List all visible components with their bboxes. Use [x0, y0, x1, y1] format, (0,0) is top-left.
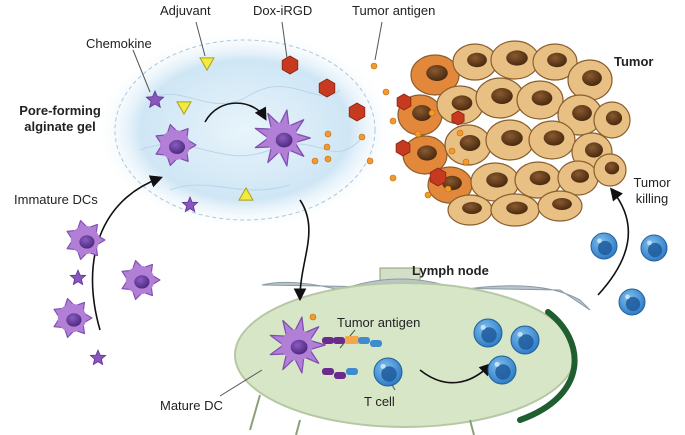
dox-irgd-hexagon-icon: [395, 139, 411, 157]
tcr-molecule-icon: [358, 337, 370, 344]
tumor-cell: [402, 135, 448, 175]
label-killing-line1: Tumor: [633, 175, 671, 190]
tumor-cell: [490, 40, 540, 80]
adjuvant-triangle-icon: [238, 186, 254, 201]
tumor-cell: [444, 124, 492, 166]
label-chemokine: Chemokine: [86, 36, 152, 51]
tumor-cell: [567, 59, 613, 101]
tumor-antigen-dot-icon: [424, 191, 432, 199]
arrow-recruit: [91, 175, 164, 331]
label-tumor-antigen-ln: Tumor antigen: [337, 315, 421, 330]
label-lymph-node: Lymph node: [412, 263, 489, 278]
dox-irgd-hexagon-icon: [318, 78, 336, 98]
costim-receptor-icon: [346, 368, 358, 375]
dox-irgd-hexagon-icon: [281, 55, 299, 75]
arrow-tumor-killing: [597, 187, 630, 296]
dox-irgd-hexagon-icon: [396, 93, 412, 111]
label-mature-dc: Mature DC: [160, 398, 223, 413]
tumor-antigen-dot-icon: [324, 155, 332, 163]
tumor-cell: [447, 194, 493, 226]
tumor-cell: [452, 43, 498, 81]
t-cell-naive: [373, 357, 403, 387]
dox-irgd-hexagon-icon: [451, 110, 465, 126]
tumor-antigen-dot-icon: [414, 130, 422, 138]
tumor-antigen-dot-icon: [462, 158, 470, 166]
tumor-mass: [397, 40, 631, 227]
tumor-antigen-dot-icon: [358, 133, 366, 141]
tumor-antigen-dot-icon: [382, 88, 390, 96]
immature-dc-cluster-1: [66, 219, 106, 261]
tumor-antigen-dot-icon: [444, 185, 452, 193]
label-adjuvant: Adjuvant: [160, 3, 211, 18]
tumor-cell: [528, 120, 576, 160]
tumor-cell: [485, 119, 535, 161]
tumor-cell: [537, 190, 583, 222]
tumor-antigen-dot-icon: [448, 147, 456, 155]
mhc-molecule-icon: [333, 337, 345, 344]
arrow-to-lymph: [293, 199, 310, 302]
adjuvant-triangle-icon: [176, 101, 192, 116]
t-cell-expanded-2: [510, 325, 540, 355]
tcr-molecule-icon: [370, 340, 382, 347]
activated-dc-in-gel: [254, 109, 311, 167]
label-killing-line2: killing: [635, 191, 669, 206]
label-gel-line2: alginate gel: [24, 119, 96, 134]
arrow-expand: [419, 362, 493, 384]
t-cell-circulating-3: [618, 288, 646, 316]
tumor-cell: [593, 153, 627, 187]
tumor-antigen-dot-icon: [456, 129, 464, 137]
t-cell-circulating-1: [590, 232, 618, 260]
tumor-antigen-dot-icon: [311, 157, 319, 165]
tumor-cell: [532, 43, 578, 81]
label-immature-dcs: Immature DCs: [14, 192, 98, 207]
costim-molecule-icon: [334, 372, 346, 379]
tumor-antigen-dot-icon: [323, 143, 331, 151]
tumor-antigen-dot-icon: [370, 62, 378, 70]
chemokine-star-icon: [181, 195, 199, 213]
mature-dc: [269, 316, 326, 374]
label-tumor-antigen-top: Tumor antigen: [352, 3, 436, 18]
mhc-molecule-icon: [322, 337, 334, 344]
label-tumor: Tumor: [614, 54, 654, 69]
antigen-peptide-icon: [345, 336, 359, 344]
tumor-antigen-dot-icon: [324, 130, 332, 138]
tumor-antigen-dot-icon: [428, 109, 436, 117]
immature-dc-cluster-2: [121, 259, 161, 301]
tumor-cell: [516, 80, 564, 120]
t-cell-circulating-2: [640, 234, 668, 262]
label-dox-irgd: Dox-iRGD: [253, 3, 313, 18]
dox-irgd-hexagon-icon: [429, 167, 447, 187]
arrow-activate: [204, 102, 267, 123]
tumor-cell: [490, 193, 540, 227]
tumor-cell: [593, 101, 631, 139]
tumor-antigen-dot-icon: [389, 174, 397, 182]
label-gel-line1: Pore-forming: [19, 103, 101, 118]
immature-dc-in-gel: [155, 123, 197, 167]
tumor-antigen-dot-icon: [309, 313, 317, 321]
tumor-antigen-dot-icon: [366, 157, 374, 165]
chemokine-star-icon: [69, 268, 87, 286]
t-cell-expanded-1: [473, 318, 503, 348]
chemokine-star-icon: [145, 89, 165, 109]
tumor-cell: [410, 54, 460, 96]
chemokine-star-icon: [89, 348, 107, 366]
tumor-antigen-dot-icon: [389, 117, 397, 125]
label-t-cell: T cell: [364, 394, 395, 409]
t-cell-expanded-3: [487, 355, 517, 385]
costim-molecule-icon: [322, 368, 334, 375]
tumor-cell: [557, 94, 603, 136]
tumor-cell: [557, 160, 599, 196]
adjuvant-triangle-icon: [199, 57, 215, 72]
arrows: [91, 102, 630, 384]
immature-dc-cluster-3: [53, 297, 93, 339]
dox-irgd-hexagon-icon: [348, 102, 366, 122]
